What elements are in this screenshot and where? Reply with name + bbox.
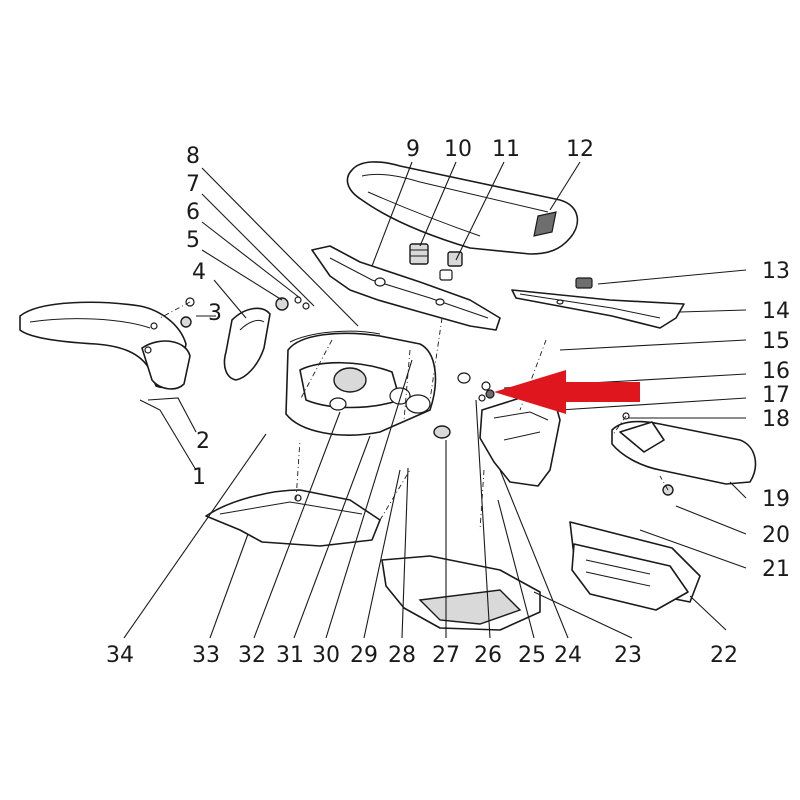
callout-2: 2 (196, 429, 210, 454)
part-grommets (433, 372, 471, 439)
part-plate-holder (569, 521, 701, 611)
part-small-clip (575, 277, 593, 289)
callout-14: 14 (762, 299, 790, 324)
callout-34: 34 (106, 643, 134, 668)
callout-30: 30 (312, 643, 340, 668)
callout-8: 8 (186, 144, 200, 169)
callout-3: 3 (208, 301, 222, 326)
part-front-fender (19, 301, 191, 390)
callout-21: 21 (762, 557, 790, 582)
callout-10: 10 (444, 137, 472, 162)
callout-24: 24 (554, 643, 582, 668)
leader-lines (123, 161, 747, 639)
callout-numbers: 8 7 6 5 4 3 2 1 9 10 11 12 13 14 15 16 1… (106, 137, 790, 668)
part-seat (346, 161, 579, 255)
callout-11: 11 (492, 137, 520, 162)
callout-25: 25 (518, 643, 546, 668)
callout-16: 16 (762, 359, 790, 384)
part-bolt-3 (180, 297, 195, 328)
callout-23: 23 (614, 643, 642, 668)
callout-20: 20 (762, 523, 790, 548)
part-clip-nut (439, 251, 463, 281)
assembly-center-lines (159, 301, 669, 531)
callout-7: 7 (186, 172, 200, 197)
callout-32: 32 (238, 643, 266, 668)
callout-28: 28 (388, 643, 416, 668)
part-side-rail (511, 289, 685, 329)
part-tail-light (611, 412, 757, 485)
part-side-cover-left (205, 489, 381, 547)
part-bushings-16-17 (478, 381, 495, 402)
callout-6: 6 (186, 200, 200, 225)
callout-9: 9 (406, 137, 420, 162)
part-central-frame (285, 330, 437, 436)
callout-17: 17 (762, 383, 790, 408)
callout-19: 19 (762, 487, 790, 512)
callout-18: 18 (762, 407, 790, 432)
callout-15: 15 (762, 329, 790, 354)
callout-5: 5 (186, 228, 200, 253)
callout-31: 31 (276, 643, 304, 668)
callout-13: 13 (762, 259, 790, 284)
callout-26: 26 (474, 643, 502, 668)
callout-22: 22 (710, 643, 738, 668)
callout-1: 1 (192, 465, 206, 490)
part-side-bracket (223, 307, 271, 381)
callout-29: 29 (350, 643, 378, 668)
callout-27: 27 (432, 643, 460, 668)
callout-4: 4 (192, 260, 206, 285)
red-arrow-icon (494, 370, 640, 414)
part-side-cover-lower (381, 555, 541, 631)
callout-12: 12 (566, 137, 594, 162)
callout-33: 33 (192, 643, 220, 668)
part-upper-bracket (311, 245, 501, 331)
part-rear-bracket (479, 397, 561, 487)
part-rubber-damper (409, 243, 429, 265)
part-fasteners-5-7 (275, 296, 310, 311)
